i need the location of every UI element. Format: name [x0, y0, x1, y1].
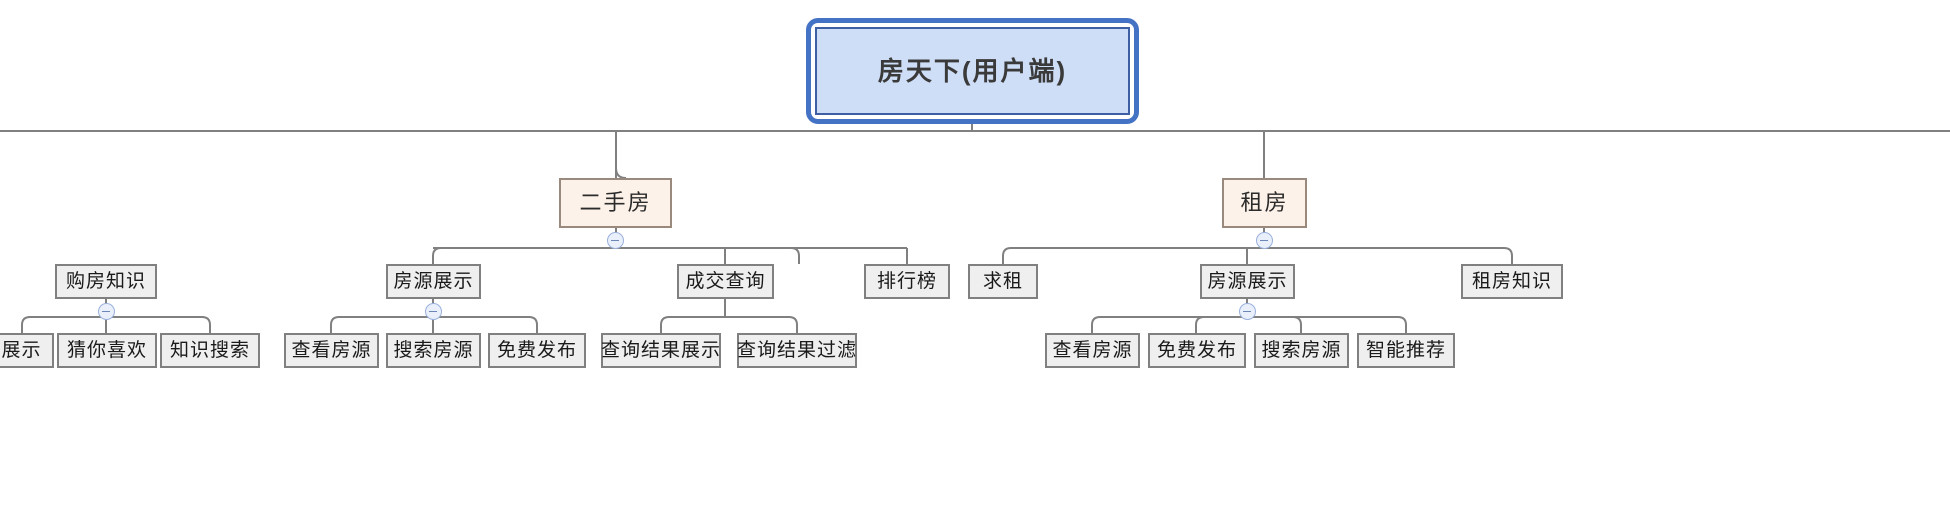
- node-ershoufang[interactable]: 二手房: [559, 178, 672, 228]
- node-fyzs2[interactable]: 房源展示: [1200, 264, 1295, 299]
- node-zs-label: 展示: [1, 340, 42, 361]
- node-ssfy1-label: 搜索房源: [393, 340, 474, 361]
- node-fyzs1-label: 房源展示: [393, 271, 474, 292]
- node-gfzs-label: 购房知识: [65, 271, 146, 292]
- node-ssfy2[interactable]: 搜索房源: [1254, 333, 1349, 368]
- node-mffb1-label: 免费发布: [496, 340, 577, 361]
- node-zs[interactable]: 展示: [0, 333, 54, 368]
- node-ckfy2-label: 查看房源: [1052, 340, 1133, 361]
- node-ckfy2[interactable]: 查看房源: [1045, 333, 1140, 368]
- node-fyzs1[interactable]: 房源展示: [386, 264, 481, 299]
- node-zfzs-label: 租房知识: [1471, 271, 1552, 292]
- circle-minus-icon-ershoufang[interactable]: [607, 232, 624, 249]
- node-cxjgzs-label: 查询结果展示: [601, 340, 722, 361]
- node-cxjggl-label: 查询结果过滤: [737, 340, 858, 361]
- node-qz-label: 求租: [982, 271, 1023, 292]
- node-zfzs[interactable]: 租房知识: [1461, 264, 1563, 299]
- node-ssfy1[interactable]: 搜索房源: [386, 333, 481, 368]
- node-mffb1[interactable]: 免费发布: [488, 333, 586, 368]
- node-znth-label: 智能推荐: [1365, 340, 1446, 361]
- node-ershoufang-label: 二手房: [579, 190, 652, 215]
- circle-minus-icon-fyzs2[interactable]: [1239, 303, 1256, 320]
- node-zsss[interactable]: 知识搜索: [160, 333, 260, 368]
- node-ckfy1-label: 查看房源: [291, 340, 372, 361]
- node-root[interactable]: 房天下(用户端): [815, 27, 1130, 115]
- node-cxjggl[interactable]: 查询结果过滤: [737, 333, 857, 368]
- node-cnxh[interactable]: 猜你喜欢: [57, 333, 157, 368]
- node-mffb2-label: 免费发布: [1156, 340, 1237, 361]
- node-zufang[interactable]: 租房: [1222, 178, 1307, 228]
- node-gfzs[interactable]: 购房知识: [55, 264, 157, 299]
- circle-minus-icon-fyzs1[interactable]: [425, 303, 442, 320]
- node-znth[interactable]: 智能推荐: [1357, 333, 1455, 368]
- node-cjcx-label: 成交查询: [685, 271, 766, 292]
- node-phb-label: 排行榜: [876, 271, 937, 292]
- node-phb[interactable]: 排行榜: [864, 264, 950, 299]
- circle-minus-icon-gfzs[interactable]: [98, 303, 115, 320]
- circle-minus-icon-zufang[interactable]: [1256, 232, 1273, 249]
- node-ckfy1[interactable]: 查看房源: [284, 333, 379, 368]
- node-qz[interactable]: 求租: [968, 264, 1038, 299]
- node-ssfy2-label: 搜索房源: [1261, 340, 1342, 361]
- node-zsss-label: 知识搜索: [169, 340, 250, 361]
- node-fyzs2-label: 房源展示: [1207, 271, 1288, 292]
- node-cjcx[interactable]: 成交查询: [677, 264, 774, 299]
- node-cxjgzs[interactable]: 查询结果展示: [601, 333, 721, 368]
- node-mffb2[interactable]: 免费发布: [1148, 333, 1246, 368]
- node-cnxh-label: 猜你喜欢: [66, 340, 147, 361]
- node-root-label: 房天下(用户端): [877, 56, 1068, 86]
- node-zufang-label: 租房: [1240, 190, 1289, 215]
